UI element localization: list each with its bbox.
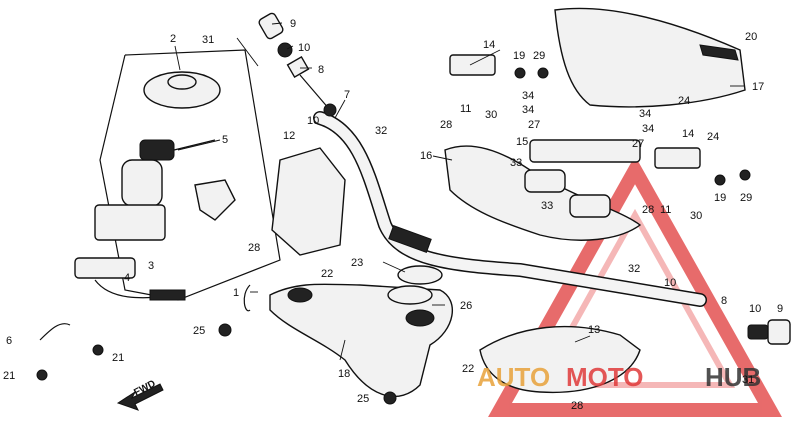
cushion-26: [387, 285, 433, 305]
callout-33-b: 33: [541, 200, 553, 212]
callout-21-b: 21: [112, 352, 124, 364]
callout-22-b: 22: [462, 363, 474, 375]
callout-33-a: 33: [510, 157, 522, 169]
cover-panel: [271, 147, 346, 256]
ignition-switch-body: [74, 159, 186, 301]
handlebar-cover: [554, 7, 746, 108]
callout-2: 2: [170, 33, 176, 45]
callout-8-b: 8: [721, 295, 727, 307]
callout-23: 23: [351, 257, 363, 269]
callout-29-a: 29: [533, 50, 545, 62]
left-grip-parts: [258, 12, 337, 117]
callout-7: 7: [344, 89, 350, 101]
callout-27-a: 27: [528, 119, 540, 131]
callout-31-a: 31: [202, 34, 214, 46]
watermark-hub: HUB: [705, 362, 761, 392]
callout-19-b: 19: [714, 192, 726, 204]
callout-20: 20: [745, 31, 757, 43]
callout-25-a: 25: [193, 325, 205, 337]
callout-31-b: 31: [742, 374, 754, 386]
callout-9-b: 9: [777, 303, 783, 315]
watermark-auto: AUTO: [477, 362, 550, 392]
callout-12: 12: [283, 130, 295, 142]
callout-1: 1: [233, 287, 239, 299]
callout-11-a: 11: [460, 103, 471, 115]
callout-21-a: 21: [3, 370, 15, 382]
callout-34-d: 34: [642, 123, 654, 135]
callout-28-c: 28: [642, 204, 654, 216]
callout-10-b: 10: [307, 115, 319, 127]
callout-29-b: 29: [740, 192, 752, 204]
emblem-20: [699, 44, 739, 61]
callout-24-b: 24: [707, 131, 719, 143]
callout-14-a: 14: [483, 39, 495, 51]
callout-34-b: 34: [522, 104, 534, 116]
lower-cover: [479, 325, 641, 394]
callout-14-b: 14: [682, 128, 694, 140]
callout-26: 26: [460, 300, 472, 312]
callout-6: 6: [6, 335, 12, 347]
bar-holders: [524, 139, 641, 218]
callout-10-c: 10: [664, 277, 676, 289]
callout-28-b: 28: [440, 119, 452, 131]
callout-18: 18: [338, 368, 350, 380]
callout-24-a: 24: [678, 95, 690, 107]
callout-17: 17: [752, 81, 764, 93]
callout-28-a: 28: [248, 242, 260, 254]
callout-27-b: 27: [632, 138, 644, 150]
callout-30-b: 30: [690, 210, 702, 222]
forward-arrow: FWD: [116, 378, 164, 411]
callout-5: 5: [222, 134, 228, 146]
callout-30-a: 30: [485, 109, 497, 121]
right-grip-parts: [747, 319, 791, 345]
watermark-moto: MOTO: [566, 362, 644, 392]
callout-labels: 2 31 5 3 4 9 10 8 7 10 12 32 28 22 1 25 …: [3, 18, 783, 412]
cushion-23: [397, 265, 443, 285]
callout-19-a: 19: [513, 50, 525, 62]
handlebar: [313, 111, 707, 307]
callout-25-b: 25: [357, 393, 369, 405]
leader-lines: [174, 22, 745, 361]
callout-8-a: 8: [318, 64, 324, 76]
callout-34-c: 34: [639, 108, 651, 120]
callout-3: 3: [148, 260, 154, 272]
callout-34-a: 34: [522, 90, 534, 102]
callout-16: 16: [420, 150, 432, 162]
top-bridge: [269, 283, 454, 398]
callout-22-a: 22: [321, 268, 333, 280]
switch-bracket: [194, 179, 236, 221]
callout-32-a: 32: [375, 125, 387, 137]
hardware: [36, 54, 751, 405]
callout-10-a: 10: [298, 42, 310, 54]
callout-4: 4: [124, 272, 130, 284]
ignition-key: [139, 139, 216, 161]
callout-15: 15: [516, 136, 528, 148]
watermark-text: AUTO MOTO HUB: [477, 362, 761, 392]
ignition-cap: [143, 71, 221, 109]
callout-11-b: 11: [660, 204, 671, 216]
callout-13: 13: [588, 324, 600, 336]
callout-32-b: 32: [628, 263, 640, 275]
callout-28-d: 28: [571, 400, 583, 412]
callout-9-a: 9: [290, 18, 296, 30]
callout-10-d: 10: [749, 303, 761, 315]
